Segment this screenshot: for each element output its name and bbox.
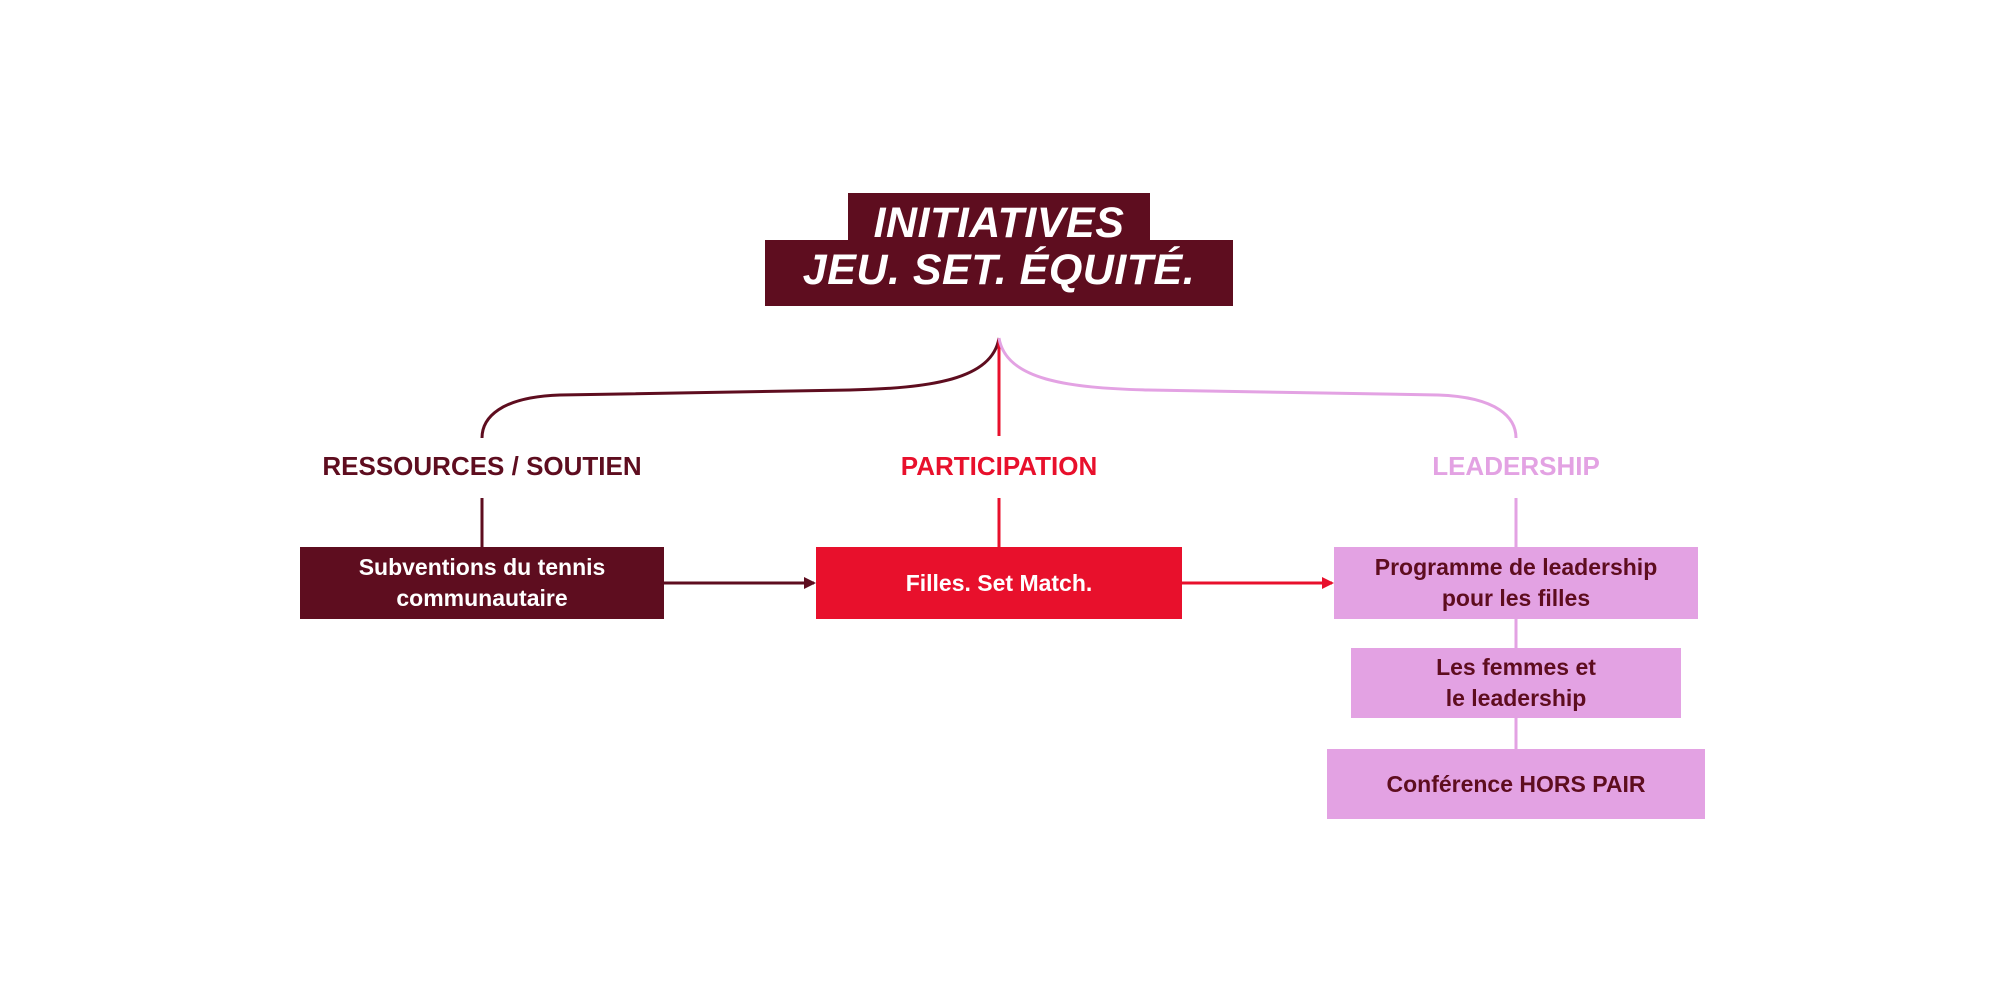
box-conference-hors-pair: Conférence HORS PAIR <box>1327 749 1705 819</box>
category-participation: PARTICIPATION <box>900 451 1098 481</box>
box-subventions-label: Subventions du tennis communautaire <box>358 554 606 611</box>
box-femmes-leadership: Les femmes et le leadership <box>1351 648 1681 718</box>
box-filles-label: Filles. Set Match. <box>905 569 1093 596</box>
box-filles-set-match: Filles. Set Match. <box>816 547 1182 619</box>
box-programme-leadership: Programme de leadership pour les filles <box>1334 547 1698 619</box>
box-subventions: Subventions du tennis communautaire <box>300 547 664 619</box>
box-femmes-label: Les femmes et le leadership <box>1436 654 1596 711</box>
brace-left <box>480 337 1001 439</box>
brace-right <box>997 337 1518 439</box>
box-programme-label: Programme de leadership pour les filles <box>1374 554 1658 611</box>
box-conference-label: Conférence HORS PAIR <box>1386 770 1646 797</box>
title-line-2: JEU. SET. ÉQUITÉ. <box>765 240 1233 306</box>
category-resources: RESSOURCES / SOUTIEN <box>322 451 642 481</box>
category-leadership: LEADERSHIP <box>1432 451 1600 481</box>
